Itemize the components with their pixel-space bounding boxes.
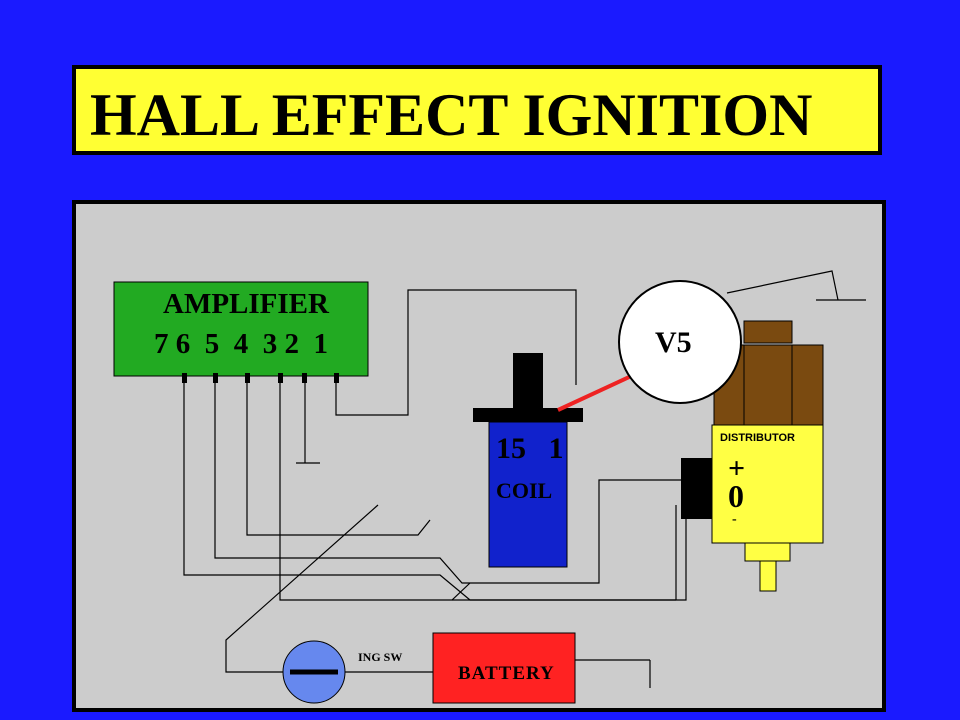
amplifier-pins <box>182 373 339 383</box>
distributor-plus: + <box>728 452 746 485</box>
distributor-top-cap <box>743 320 793 344</box>
coil-label: COIL <box>496 478 553 503</box>
coil-cap <box>473 408 583 422</box>
distributor-zero: 0 <box>728 478 744 514</box>
distributor-connector <box>681 458 712 519</box>
wire-paths <box>183 270 866 688</box>
voltmeter <box>618 280 742 404</box>
meter-label: V5 <box>655 326 692 359</box>
distributor-shaft <box>759 560 777 592</box>
coil-body <box>488 421 568 568</box>
coil-post <box>513 353 543 408</box>
title-banner: HALL EFFECT IGNITION <box>72 65 882 155</box>
meter-lead <box>557 370 641 412</box>
battery-label: BATTERY <box>458 663 555 684</box>
ignition-switch-label: ING SW <box>358 650 403 664</box>
page-title: HALL EFFECT IGNITION <box>90 82 813 148</box>
coil-terminals: 15 1 <box>496 432 564 465</box>
amplifier-pin-numbers: 7 6 5 4 3 2 1 <box>154 328 328 360</box>
amplifier-label: AMPLIFIER <box>163 288 329 320</box>
distributor-label: DISTRIBUTOR <box>720 432 795 444</box>
battery-box <box>432 632 576 704</box>
distributor-minus: - <box>732 512 737 527</box>
amplifier-box <box>113 281 369 377</box>
distributor-base <box>744 542 791 562</box>
